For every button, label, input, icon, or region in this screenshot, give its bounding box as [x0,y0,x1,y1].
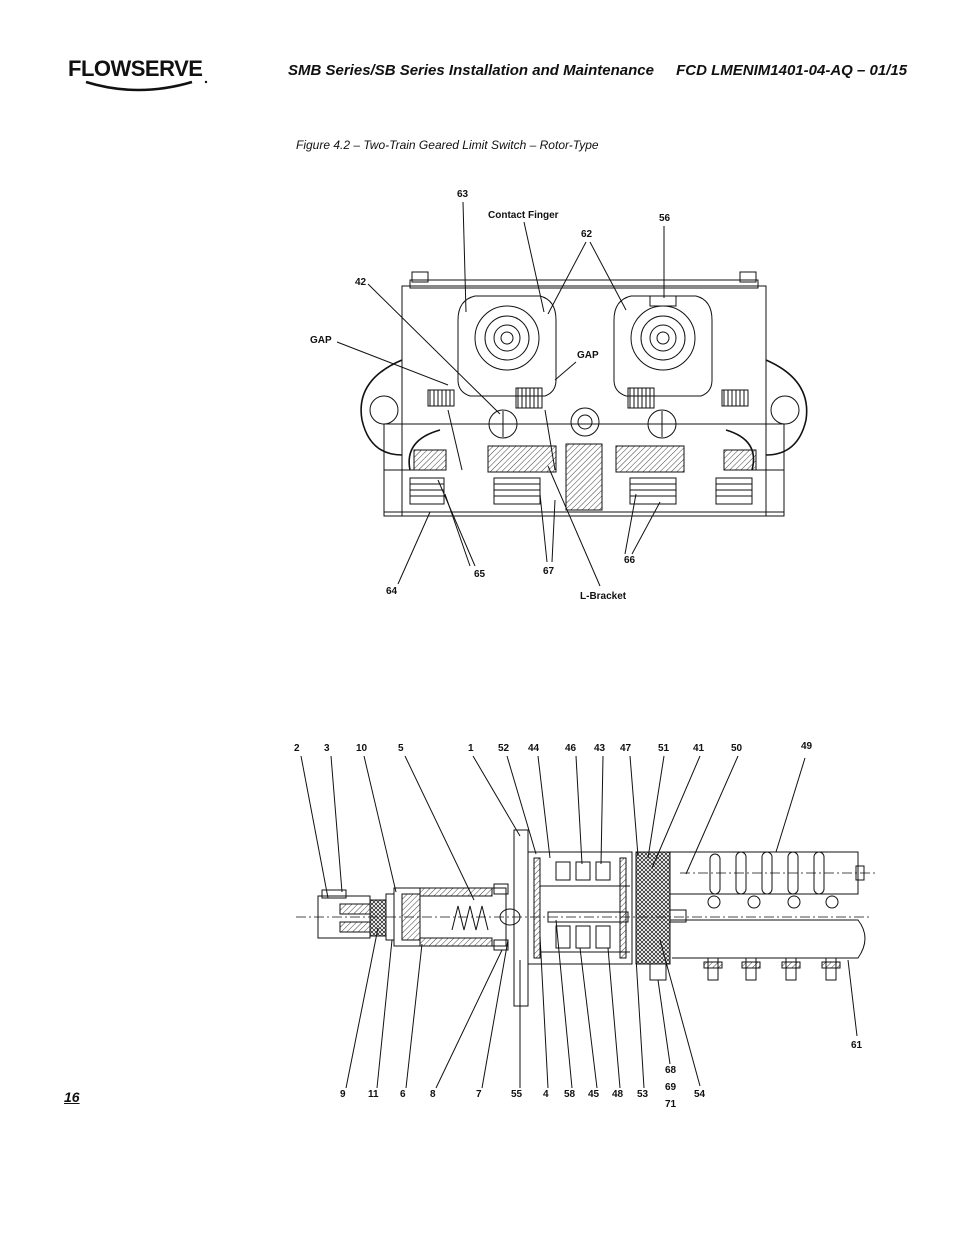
label-contact-finger: Contact Finger [488,210,559,221]
header-doc-code: FCD LMENIM1401-04-AQ – 01/15 [676,62,908,79]
label-3: 3 [324,743,330,754]
label-7: 7 [476,1089,482,1100]
label-5: 5 [398,743,404,754]
label-gap-center: GAP [577,350,599,361]
label-48: 48 [612,1089,624,1100]
label-55: 55 [511,1089,523,1100]
label-2: 2 [294,743,300,754]
label-10: 10 [356,743,368,754]
page-header: SMB Series/SB Series Installation and Ma… [288,62,907,79]
label-49: 49 [801,741,813,752]
label-54: 54 [694,1089,706,1100]
label-47: 47 [620,743,632,754]
flowserve-logo: FLOWSERVE [68,54,208,94]
label-9: 9 [340,1089,346,1100]
label-69: 69 [665,1082,677,1093]
label-65: 65 [474,569,486,580]
label-62: 62 [581,229,593,240]
logo-wordmark: FLOWSERVE [68,56,203,81]
label-45: 45 [588,1089,600,1100]
header-series: SMB Series/SB Series Installation and Ma… [288,62,654,79]
label-44: 44 [528,743,540,754]
label-50: 50 [731,743,743,754]
label-11: 11 [368,1089,379,1100]
label-46: 46 [565,743,577,754]
label-58: 58 [564,1089,576,1100]
label-64: 64 [386,586,398,597]
top-view-drawing [336,201,808,587]
side-section-drawing [296,755,878,1089]
label-42: 42 [355,277,367,288]
label-gap-left: GAP [310,335,332,346]
label-66: 66 [624,555,636,566]
label-8: 8 [430,1089,436,1100]
logo-swoosh-icon [85,80,208,92]
label-56: 56 [659,213,671,224]
label-61: 61 [851,1040,863,1051]
label-4: 4 [543,1089,549,1100]
label-51: 51 [658,743,670,754]
label-41: 41 [693,743,705,754]
label-71: 71 [665,1099,677,1110]
label-67: 67 [543,566,555,577]
label-52: 52 [498,743,510,754]
label-43: 43 [594,743,606,754]
label-6: 6 [400,1089,406,1100]
label-63: 63 [457,189,469,200]
label-68: 68 [665,1065,677,1076]
label-53: 53 [637,1089,649,1100]
figure-caption: Figure 4.2 – Two-Train Geared Limit Swit… [296,138,599,152]
label-l-bracket: L-Bracket [580,591,627,602]
page-number: 16 [64,1089,80,1105]
label-1: 1 [468,743,474,754]
